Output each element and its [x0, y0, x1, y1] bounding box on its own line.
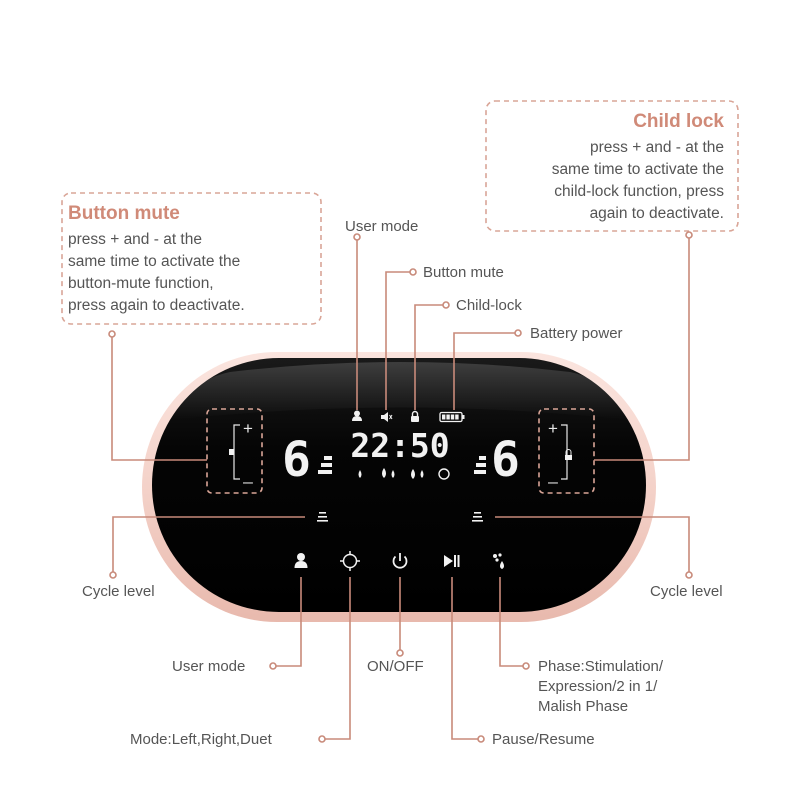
label-button-mute: Button mute	[423, 264, 504, 281]
left-cycle-level-icon	[317, 512, 328, 522]
device-screen	[152, 358, 646, 612]
child-lock-callout-line: child-lock function, press	[554, 183, 724, 200]
cycle-symbol-icon	[438, 468, 450, 480]
left-minus-key[interactable]: _	[242, 465, 253, 484]
droplet-icon	[411, 469, 415, 479]
label-user-mode-top: User mode	[345, 218, 418, 235]
battery-icon	[439, 411, 465, 423]
device	[142, 352, 656, 622]
mode-button[interactable]	[340, 551, 360, 571]
user-mode-button[interactable]	[294, 553, 308, 568]
child-lock-callout-line: same time to activate the	[552, 161, 724, 178]
right-level-bars-icon	[474, 456, 486, 474]
child-lock-callout: Child lock press + and - at the same tim…	[485, 100, 739, 232]
left-level-bars-icon	[318, 456, 332, 474]
label-cycle-level-left: Cycle level	[82, 583, 155, 600]
button-mute-callout-line: press again to deactivate.	[68, 297, 245, 314]
mute-icon	[381, 412, 393, 422]
leader-lines	[108, 231, 693, 743]
label-phase-line: Phase:Stimulation/	[538, 658, 664, 675]
right-plus-key[interactable]: +	[548, 419, 558, 438]
label-pause-resume: Pause/Resume	[492, 731, 595, 748]
right-plus-minus-zone[interactable]: + _	[538, 408, 595, 494]
droplet-icon	[391, 470, 395, 478]
child-lock-callout-title: Child lock	[633, 111, 724, 132]
left-level-digit: 6	[282, 432, 311, 488]
button-mute-callout-line: same time to activate the	[68, 253, 240, 270]
label-child-lock: Child-lock	[456, 297, 522, 314]
droplet-icons	[358, 468, 450, 480]
right-level-digit: 6	[491, 432, 520, 488]
droplet-icon	[420, 470, 424, 478]
button-mute-callout-title: Button mute	[68, 203, 180, 224]
clock-time: 22:50	[350, 426, 449, 465]
left-plus-minus-zone[interactable]: + _	[206, 408, 263, 494]
right-bracket-icon	[561, 424, 568, 480]
user-mode-icon	[352, 410, 362, 421]
power-button[interactable]	[392, 553, 408, 569]
child-lock-callout-line: again to deactivate.	[590, 205, 724, 222]
label-on-off: ON/OFF	[367, 658, 424, 675]
right-minus-key[interactable]: _	[547, 465, 558, 484]
label-user-mode-bottom: User mode	[172, 658, 245, 675]
button-mute-callout-line: button-mute function,	[68, 275, 214, 292]
label-battery-power: Battery power	[530, 325, 623, 342]
label-mode: Mode:Left,Right,Duet	[130, 731, 273, 748]
right-cycle-level-icon	[472, 512, 483, 522]
button-mute-callout-line: press + and - at the	[68, 231, 202, 248]
left-plus-key[interactable]: +	[243, 419, 253, 438]
button-mute-callout: Button mute press + and - at the same ti…	[61, 192, 322, 325]
label-cycle-level-right: Cycle level	[650, 583, 723, 600]
lock-icon	[411, 410, 419, 422]
label-phase-line: Malish Phase	[538, 698, 628, 715]
left-indicator-icon	[229, 449, 234, 455]
droplet-icon	[358, 470, 362, 478]
screen-reflection	[170, 362, 630, 420]
right-lock-mini-icon	[565, 449, 572, 455]
play-pause-button[interactable]	[444, 555, 460, 567]
phase-button[interactable]	[493, 553, 504, 569]
label-phase-line: Expression/2 in 1/	[538, 678, 658, 695]
child-lock-callout-line: press + and - at the	[590, 139, 724, 156]
droplet-icon	[382, 468, 386, 478]
